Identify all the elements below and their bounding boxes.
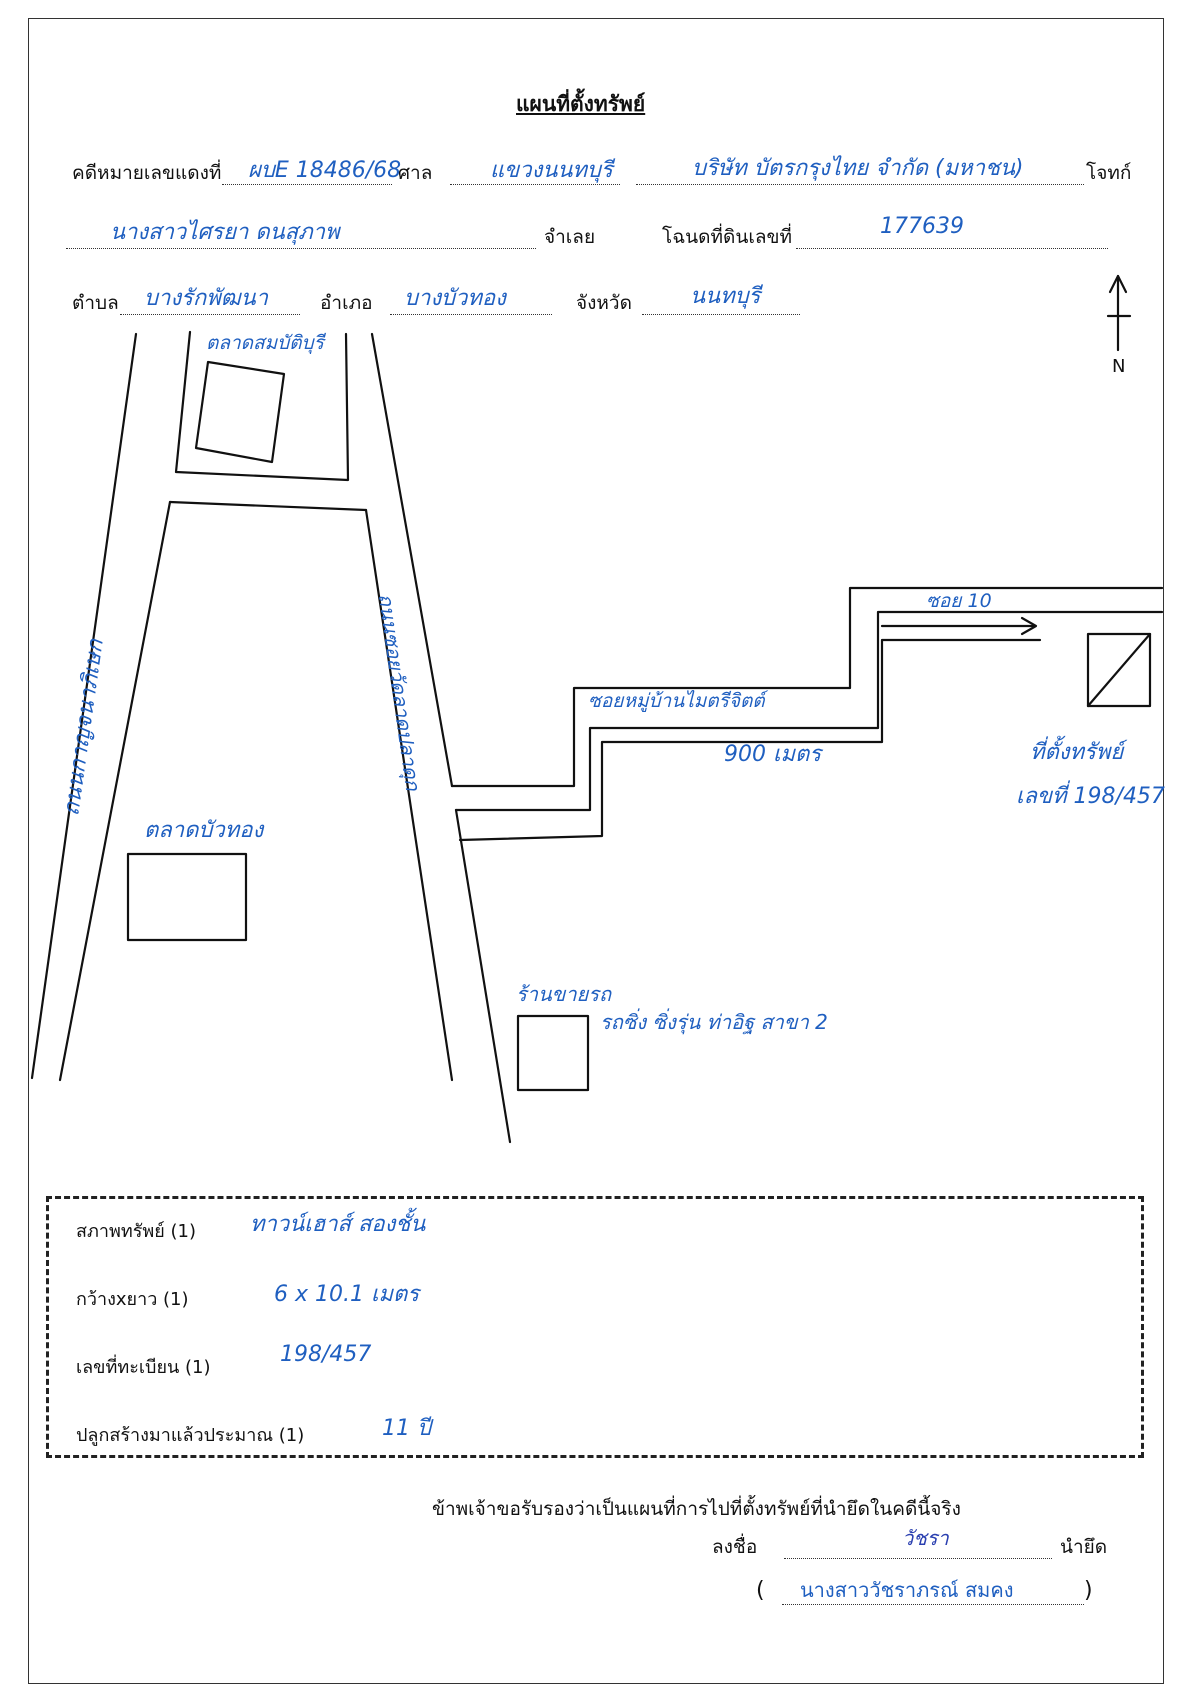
subdistrict-label: ตำบล	[72, 292, 119, 314]
soi-village-lower-edge	[454, 610, 1164, 812]
subdistrict-line	[120, 314, 300, 315]
deed-value: 177639	[880, 214, 964, 239]
registration-value: 198/457	[280, 1342, 372, 1367]
district-label: อำเภอ	[320, 292, 373, 314]
shop-label-line1: ร้านขายรถ	[516, 982, 612, 1006]
age-value: 11 ปี	[382, 1416, 431, 1441]
province-value: นนทบุรี	[690, 284, 761, 309]
market-left-label: ตลาดบัวทอง	[144, 818, 264, 843]
deed-label: โฉนดที่ดินเลขที่	[662, 226, 792, 248]
property-info-box	[46, 1196, 1144, 1458]
property-label: ที่ตั้งทรัพย์	[1030, 740, 1124, 765]
signature: วัชรา	[902, 1526, 949, 1550]
province-line	[642, 314, 800, 315]
defendant-value: นางสาวไศรยา ดนสุภาพ	[110, 220, 340, 245]
road-left-inner-line	[174, 330, 350, 482]
plaintiff-label: โจทก์	[1086, 162, 1132, 184]
sign-label: ลงชื่อ	[712, 1536, 758, 1558]
document-title: แผนที่ตั้งทรัพย์	[516, 92, 646, 116]
shop-box	[516, 1014, 590, 1092]
seizer-label: นำยึด	[1060, 1536, 1108, 1558]
certify-statement: ข้าพเจ้าขอรับรองว่าเป็นแผนที่การไปที่ตั้…	[432, 1498, 961, 1520]
property-number: เลขที่ 198/457	[1016, 784, 1165, 809]
condition-value: ทาวน์เฮาส์ สองชั้น	[250, 1212, 426, 1237]
case-no-line	[222, 184, 392, 185]
court-label: ศาล	[398, 162, 433, 184]
road-middle-right-edge	[370, 332, 454, 788]
subdistrict-value: บางรักพัฒนา	[144, 286, 268, 311]
road-left-lower-line	[58, 500, 172, 1082]
defendant-label: จำเลย	[544, 226, 596, 248]
signature-line	[784, 1558, 1052, 1559]
soi-village-label: ซอยหมู่บ้านไมตรีจิตต์	[588, 690, 765, 712]
defendant-line	[66, 248, 536, 249]
age-label: ปลูกสร้างมาแล้วประมาณ (1)	[76, 1425, 305, 1446]
name-line	[782, 1604, 1084, 1605]
case-no-value: ผบE 18486/68	[248, 158, 402, 183]
plaintiff-line	[636, 184, 1084, 185]
north-arrow-icon	[1106, 274, 1132, 352]
province-label: จังหวัด	[576, 292, 632, 314]
plaintiff-value: บริษัท บัตรกรุงไทย จำกัด (มหาชน)	[692, 156, 1024, 181]
soi-10-label: ซอย 10	[926, 590, 992, 612]
registration-label: เลขที่ทะเบียน (1)	[76, 1357, 211, 1378]
size-label: กว้างxยาว (1)	[76, 1289, 189, 1310]
market-top-label: ตลาดสมบัติบุรี	[206, 332, 324, 354]
court-line	[450, 184, 620, 185]
deed-line	[796, 248, 1108, 249]
seizer-name: นางสาววัชราภรณ์ สมคง	[800, 1578, 1014, 1602]
north-label: N	[1112, 356, 1125, 377]
case-no-label: คดีหมายเลขแดงที่	[72, 162, 222, 184]
soi-village-upper-edge	[450, 586, 1164, 788]
size-value: 6 x 10.1 เมตร	[274, 1282, 420, 1307]
district-line	[390, 314, 552, 315]
open-paren: (	[756, 1578, 765, 1603]
road-left-outer-line	[30, 332, 138, 1080]
condition-label: สภาพทรัพย์ (1)	[76, 1221, 196, 1242]
market-left-box	[126, 852, 248, 942]
page-frame	[28, 18, 1164, 1684]
road-middle-left-edge	[364, 508, 454, 1082]
court-value: แขวงนนทบุรี	[490, 158, 613, 183]
market-top-box	[194, 360, 286, 464]
property-marker	[1086, 632, 1152, 708]
close-paren: )	[1084, 1578, 1093, 1603]
district-value: บางบัวทอง	[404, 286, 506, 311]
shop-label-line2: รถซิ่ง ซิ่งรุ่น ท่าอิฐ สาขา 2	[600, 1010, 828, 1034]
distance-label: 900 เมตร	[724, 742, 822, 767]
